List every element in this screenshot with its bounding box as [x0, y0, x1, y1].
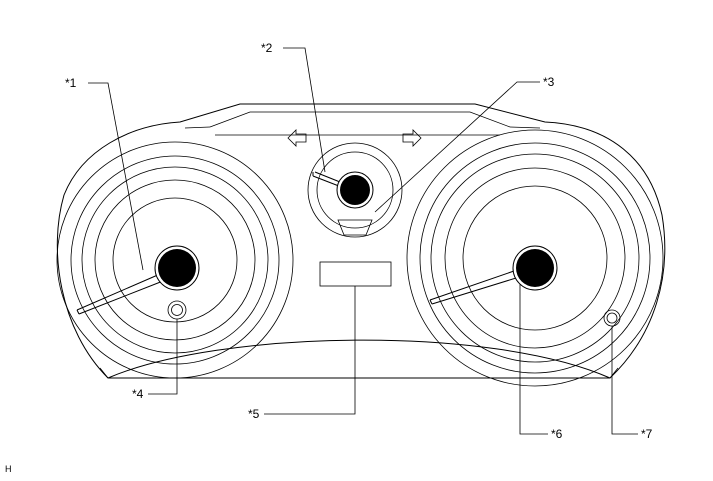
- callout-7: *7: [641, 427, 653, 441]
- callout-6: *6: [551, 427, 563, 441]
- callout-5: *5: [248, 407, 260, 421]
- center-display: [319, 261, 392, 287]
- right-gauge-hub: [516, 249, 554, 287]
- leader-c5: [264, 286, 356, 415]
- left-knob: [167, 300, 187, 320]
- left-gauge: [56, 141, 294, 379]
- right-needle: [429, 270, 517, 305]
- callout-1: *1: [65, 76, 77, 90]
- callout-4: *4: [132, 387, 144, 401]
- left-turn-arrow-icon: [287, 129, 307, 147]
- center-gauge: [307, 142, 403, 238]
- leader-c7: [611, 326, 638, 435]
- leader-c2: [283, 47, 326, 173]
- center-gauge-hub: [340, 175, 370, 205]
- figure-code: H: [5, 464, 12, 474]
- right-gauge: [406, 129, 664, 387]
- right-knob: [603, 309, 621, 327]
- leader-c4: [148, 319, 178, 395]
- left-needle: [76, 273, 164, 315]
- cluster-bottom-edge: [107, 339, 611, 379]
- leader-c1: [88, 82, 144, 271]
- right-turn-arrow-icon: [402, 129, 422, 147]
- callout-3: *3: [543, 75, 555, 89]
- leader-c6: [519, 284, 548, 435]
- leader-c3: [374, 81, 540, 213]
- left-gauge-hub: [158, 249, 196, 287]
- hood-top-line: [209, 111, 511, 128]
- callout-2: *2: [261, 41, 273, 55]
